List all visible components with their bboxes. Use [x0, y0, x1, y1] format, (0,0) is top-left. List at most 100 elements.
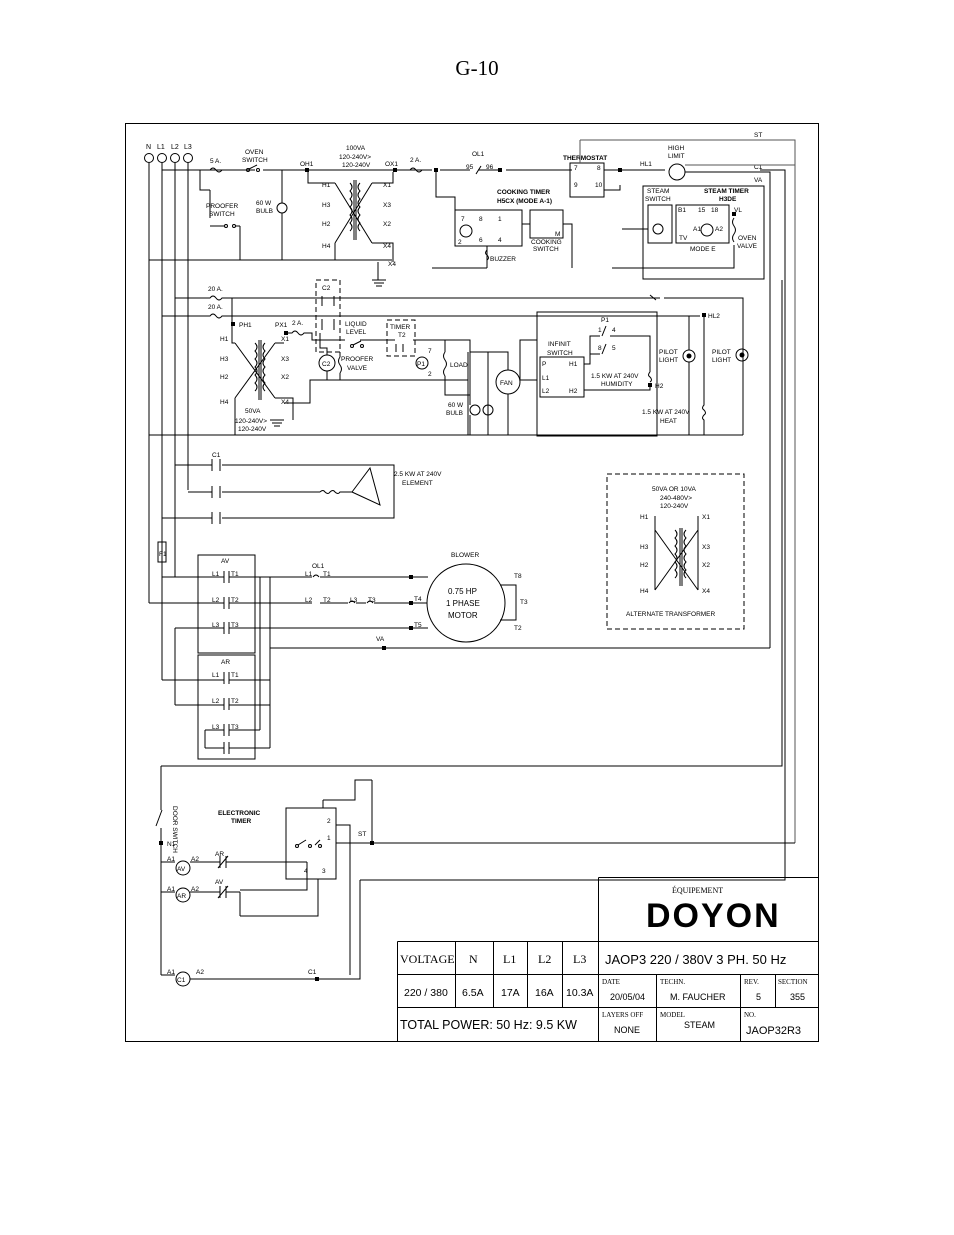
va-label: VA	[754, 177, 763, 184]
l2-amps-value: 16A	[535, 987, 554, 999]
svg-text:SWITCH: SWITCH	[645, 196, 671, 203]
brand-top-text: ÉQUIPEMENT	[672, 885, 723, 895]
svg-text:TIMER: TIMER	[231, 818, 252, 825]
infinit-switch-box	[536, 311, 658, 437]
svg-text:H1: H1	[220, 336, 229, 343]
l3-amps-value: 10.3A	[566, 987, 593, 999]
svg-text:L1: L1	[305, 571, 313, 578]
svg-text:2: 2	[428, 371, 432, 378]
svg-text:LIMIT: LIMIT	[668, 153, 685, 160]
total-power: TOTAL POWER: 50 Hz: 9.5 KW	[400, 1018, 577, 1032]
svg-text:L2: L2	[542, 388, 550, 395]
ox1-label: OX1	[385, 161, 398, 168]
svg-text:T1: T1	[231, 571, 239, 578]
section-value: 355	[790, 992, 805, 1002]
infinit-switch-label: INFINIT	[548, 341, 571, 348]
svg-text:96: 96	[486, 164, 494, 171]
alternate-transformer: 50VA OR 10VA 240-480V> 120-240V H1 H3 H2…	[606, 473, 745, 630]
svg-text:A1: A1	[167, 856, 175, 863]
model-label: MODEL	[660, 1011, 685, 1019]
oven-switch-label: OVEN	[245, 149, 264, 156]
st-label: ST	[754, 132, 762, 139]
svg-text:MOTOR: MOTOR	[448, 611, 478, 620]
steam-switch-lamp-icon	[652, 223, 664, 235]
svg-text:T5: T5	[414, 622, 422, 629]
svg-text:8: 8	[598, 345, 602, 352]
xfmr-50va-label: 50VA	[245, 408, 261, 415]
svg-text:SWITCH: SWITCH	[533, 246, 559, 253]
proofer-switch-label: PROOFER	[206, 203, 238, 210]
svg-text:95: 95	[466, 164, 474, 171]
xfmr-100va-label: 100VA	[346, 145, 366, 152]
cooking-timer-motor-icon	[459, 224, 473, 238]
ph1-label: PH1	[239, 322, 252, 329]
l3-header: L3	[573, 952, 586, 966]
ar-label: AR	[221, 659, 230, 666]
model-value: STEAM	[684, 1020, 715, 1030]
brand-logo: DOYON	[646, 897, 781, 935]
svg-text:H1: H1	[569, 361, 578, 368]
svg-text:A2: A2	[191, 856, 199, 863]
svg-text:H4: H4	[640, 588, 649, 595]
svg-text:P: P	[542, 361, 546, 368]
svg-text:A1: A1	[693, 226, 701, 233]
ar-coil-icon	[175, 887, 191, 903]
c1-label: C1	[754, 164, 763, 171]
svg-text:4: 4	[304, 868, 308, 875]
section-label: SECTION	[778, 978, 808, 986]
svg-text:10: 10	[595, 182, 603, 189]
element-circuit: C1 2.5 KW AT 240V ELEMENT	[162, 452, 442, 524]
svg-text:C1: C1	[308, 969, 317, 976]
fuse-5a-label: 5 A.	[210, 158, 221, 165]
rev-value: 5	[756, 992, 761, 1002]
voltage-header: VOLTAGE	[400, 952, 455, 966]
f1-label: F1	[159, 551, 167, 558]
svg-text:120-240V: 120-240V	[342, 162, 371, 169]
svg-text:H2: H2	[640, 562, 649, 569]
ol1-label: OL1	[472, 151, 485, 158]
av-label: AV	[221, 558, 230, 565]
terminal-l2-icon	[170, 153, 180, 163]
svg-text:X4: X4	[383, 243, 391, 250]
p1-motor-icon	[415, 356, 429, 370]
svg-text:H3DE: H3DE	[719, 196, 737, 203]
steam-switch-label: STEAM	[647, 188, 669, 195]
svg-text:240-480V>: 240-480V>	[660, 495, 692, 502]
svg-text:T2: T2	[514, 625, 522, 632]
svg-text:X1: X1	[281, 336, 289, 343]
svg-text:T3: T3	[231, 724, 239, 731]
svg-text:M: M	[555, 231, 560, 238]
svg-text:H1: H1	[640, 514, 649, 521]
svg-text:H1: H1	[322, 182, 331, 189]
svg-text:LIGHT: LIGHT	[712, 357, 731, 364]
motor-label: 0.75 HP	[448, 587, 477, 596]
svg-text:T3: T3	[520, 599, 528, 606]
n-header: N	[469, 952, 478, 966]
svg-text:A1: A1	[167, 886, 175, 893]
fan-label: FAN	[500, 380, 513, 387]
svg-text:9: 9	[574, 182, 578, 189]
svg-text:B1: B1	[678, 207, 686, 214]
svg-text:15: 15	[698, 207, 706, 214]
svg-text:A2: A2	[715, 226, 723, 233]
oven-valve-label: OVEN	[738, 235, 757, 242]
svg-text:4: 4	[612, 327, 616, 334]
svg-text:SWITCH: SWITCH	[547, 350, 573, 357]
svg-text:8: 8	[597, 165, 601, 172]
bus-l1-label: L1	[157, 144, 165, 151]
svg-text:H2: H2	[220, 374, 229, 381]
svg-text:A2: A2	[196, 969, 204, 976]
svg-text:H2: H2	[322, 221, 331, 228]
svg-text:VALVE: VALVE	[737, 243, 758, 250]
date-value: 20/05/04	[610, 992, 645, 1002]
svg-text:7: 7	[428, 348, 432, 355]
c2-top-label: C2	[322, 285, 331, 292]
rev-label: REV.	[744, 978, 759, 986]
svg-text:L3: L3	[212, 622, 220, 629]
svg-text:T2: T2	[398, 332, 406, 339]
bus-l3-label: L3	[184, 144, 192, 151]
middle-circuit: 20 A. 20 A. PH1 C2 HL2 H1 H3 H2 H4 X1 X3…	[149, 279, 749, 437]
title-block: ÉQUIPEMENT DOYON VOLTAGE N L1 L2 L3 JAOP…	[397, 877, 819, 1042]
pilot-light-1-label: PILOT	[659, 349, 678, 356]
proofer-valve-label: PROOFER	[341, 356, 373, 363]
